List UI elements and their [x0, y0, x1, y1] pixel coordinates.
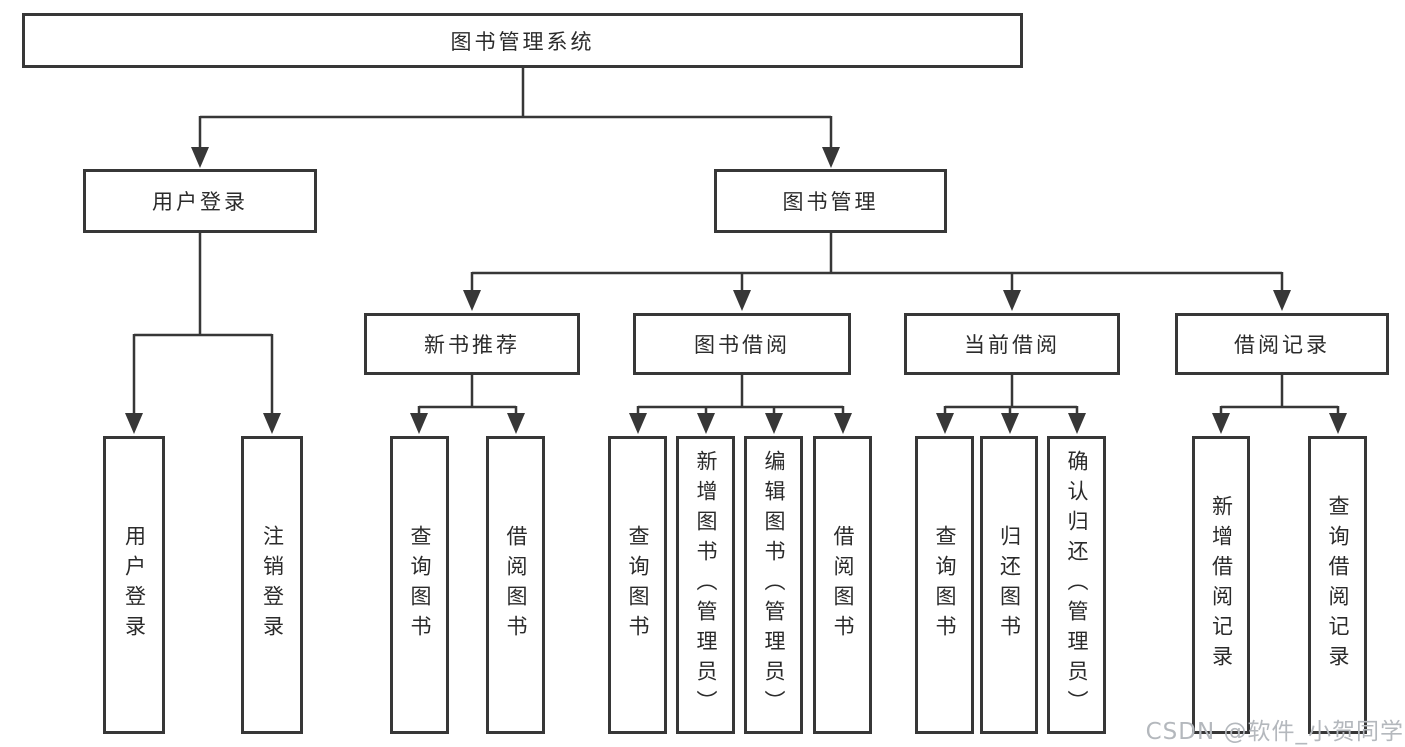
node-user-login-label: 用户登录	[152, 190, 248, 214]
node-leaf-borrow-books-recommend: 借阅图书	[486, 436, 545, 734]
node-leaf-add-books-admin: 新增图书（管理员）	[676, 436, 735, 734]
node-leaf-user-login: 用户登录	[103, 436, 165, 734]
node-book-management: 图书管理	[714, 169, 947, 233]
node-leaf-borrow-books-borrowing: 借阅图书	[813, 436, 872, 734]
node-leaf-add-books-admin-label: 新增图书（管理员）	[694, 450, 718, 720]
node-library-management-system-label: 图书管理系统	[450, 29, 595, 54]
node-current-borrowing-label: 当前借阅	[964, 333, 1060, 357]
node-current-borrowing: 当前借阅	[904, 313, 1120, 375]
node-user-login: 用户登录	[83, 169, 317, 233]
node-leaf-query-borrow-record: 查询借阅记录	[1308, 436, 1367, 734]
node-leaf-borrow-books-recommend-label: 借阅图书	[504, 525, 528, 645]
node-leaf-user-login-label: 用户登录	[122, 525, 147, 645]
node-book-borrowing: 图书借阅	[633, 313, 851, 375]
node-leaf-query-books-recommend-label: 查询图书	[408, 525, 432, 645]
node-leaf-edit-books-admin: 编辑图书（管理员）	[744, 436, 803, 734]
csdn-watermark: CSDN @软件_小贺同学	[1145, 719, 1404, 745]
node-new-book-recommendation-label: 新书推荐	[424, 333, 520, 357]
node-leaf-edit-books-admin-label: 编辑图书（管理员）	[762, 450, 786, 720]
node-leaf-add-borrow-record: 新增借阅记录	[1192, 436, 1250, 734]
node-leaf-query-books-current: 查询图书	[915, 436, 974, 734]
node-library-management-system: 图书管理系统	[22, 13, 1023, 68]
node-leaf-confirm-return-admin-label: 确认归还（管理员）	[1065, 450, 1089, 720]
node-leaf-return-books: 归还图书	[980, 436, 1038, 734]
node-leaf-borrow-books-borrowing-label: 借阅图书	[831, 525, 855, 645]
node-leaf-return-books-label: 归还图书	[997, 525, 1022, 645]
node-borrowing-records-label: 借阅记录	[1234, 333, 1330, 357]
node-leaf-query-books-borrowing-label: 查询图书	[626, 525, 650, 645]
arrowheads	[125, 147, 1347, 434]
node-leaf-query-books-current-label: 查询图书	[933, 525, 957, 645]
node-leaf-logout-label: 注销登录	[260, 525, 285, 645]
node-book-management-label: 图书管理	[782, 190, 879, 214]
node-leaf-add-borrow-record-label: 新增借阅记录	[1209, 495, 1234, 675]
node-leaf-query-books-borrowing: 查询图书	[608, 436, 667, 734]
node-book-borrowing-label: 图书借阅	[694, 333, 790, 357]
node-new-book-recommendation: 新书推荐	[364, 313, 580, 375]
node-leaf-query-books-recommend: 查询图书	[390, 436, 449, 734]
node-leaf-confirm-return-admin: 确认归还（管理员）	[1047, 436, 1106, 734]
node-leaf-logout: 注销登录	[241, 436, 303, 734]
node-borrowing-records: 借阅记录	[1175, 313, 1389, 375]
node-leaf-query-borrow-record-label: 查询借阅记录	[1326, 495, 1350, 675]
